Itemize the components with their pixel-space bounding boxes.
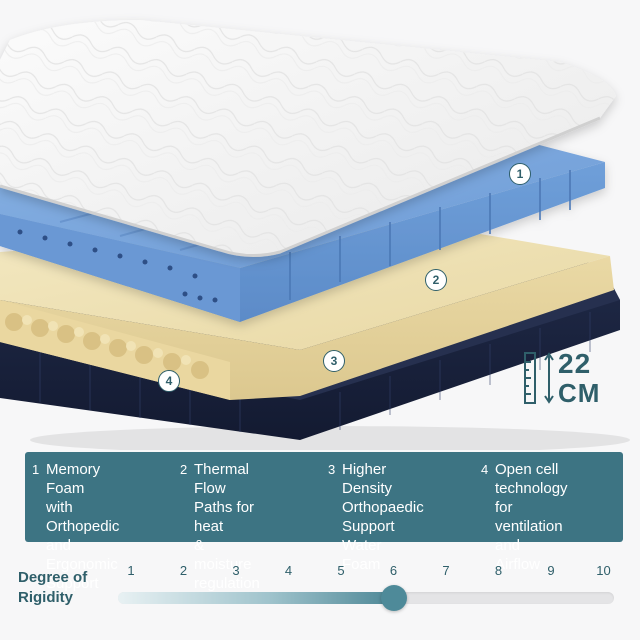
rigidity-slider-fill [118,592,394,604]
feature-line: Higher Density [342,461,393,497]
rigidity-tick-1: 1 [127,563,135,578]
mattress-layers-illustration [0,20,630,450]
rigidity-title: Degree of Rigidity [18,568,118,608]
mattress-height-badge: 22 CM [518,348,628,408]
feature-line: Foam [342,556,381,573]
rigidity-tick-4: 4 [284,563,293,578]
feature-number: 3 [328,462,336,477]
feature-line: Airflow [495,556,541,573]
layer-marker-2: 2 [425,269,447,291]
rigidity-tick-5: 5 [337,563,345,578]
features-panel: 1 Memory Foam with Orthopedic and Ergono… [25,452,623,592]
height-unit: CM [558,378,601,408]
rigidity-tick-10: 10 [596,563,611,578]
rigidity-tick-9: 9 [547,563,555,578]
feature-line: and Ergonomic [46,537,118,573]
rigidity-title-line: Degree of [18,569,88,586]
feature-line: technology for [495,480,568,516]
ruler-icon [524,352,536,404]
rigidity-tick-7: 7 [442,563,450,578]
feature-line: Support [46,575,99,592]
floor-shadow [30,426,630,450]
feature-line: Open cell [495,461,559,478]
feature-line: Thermal Flow [194,461,250,497]
layer-marker-1: 1 [509,163,531,185]
height-value: 22 [558,348,592,379]
rigidity-tick-2: 2 [179,563,188,578]
feature-number: 2 [180,462,188,477]
rigidity-title-line: Rigidity [18,589,73,606]
feature-line: Orthopaedic [342,499,424,516]
rigidity-tick-8: 8 [494,563,503,578]
feature-line: Support Water [342,518,395,554]
rigidity-tick-3: 3 [232,563,240,578]
rigidity-slider-track [118,592,614,604]
layer-marker-3: 3 [323,350,345,372]
feature-line: with Orthopedic [46,499,120,535]
feature-line: & moisture [194,537,252,573]
up-down-arrow-icon [544,352,554,404]
feature-number: 4 [481,462,489,477]
feature-line: ventilation and [495,518,563,554]
rigidity-tick-6: 6 [389,563,398,578]
cover-layer [0,20,616,257]
feature-line: Paths for heat [194,499,255,535]
feature-number: 1 [32,462,40,477]
rigidity-slider-thumb [380,585,407,611]
feature-line: Memory Foam [46,461,101,497]
feature-line: regulation [194,575,260,592]
layer-marker-4: 4 [158,370,180,392]
